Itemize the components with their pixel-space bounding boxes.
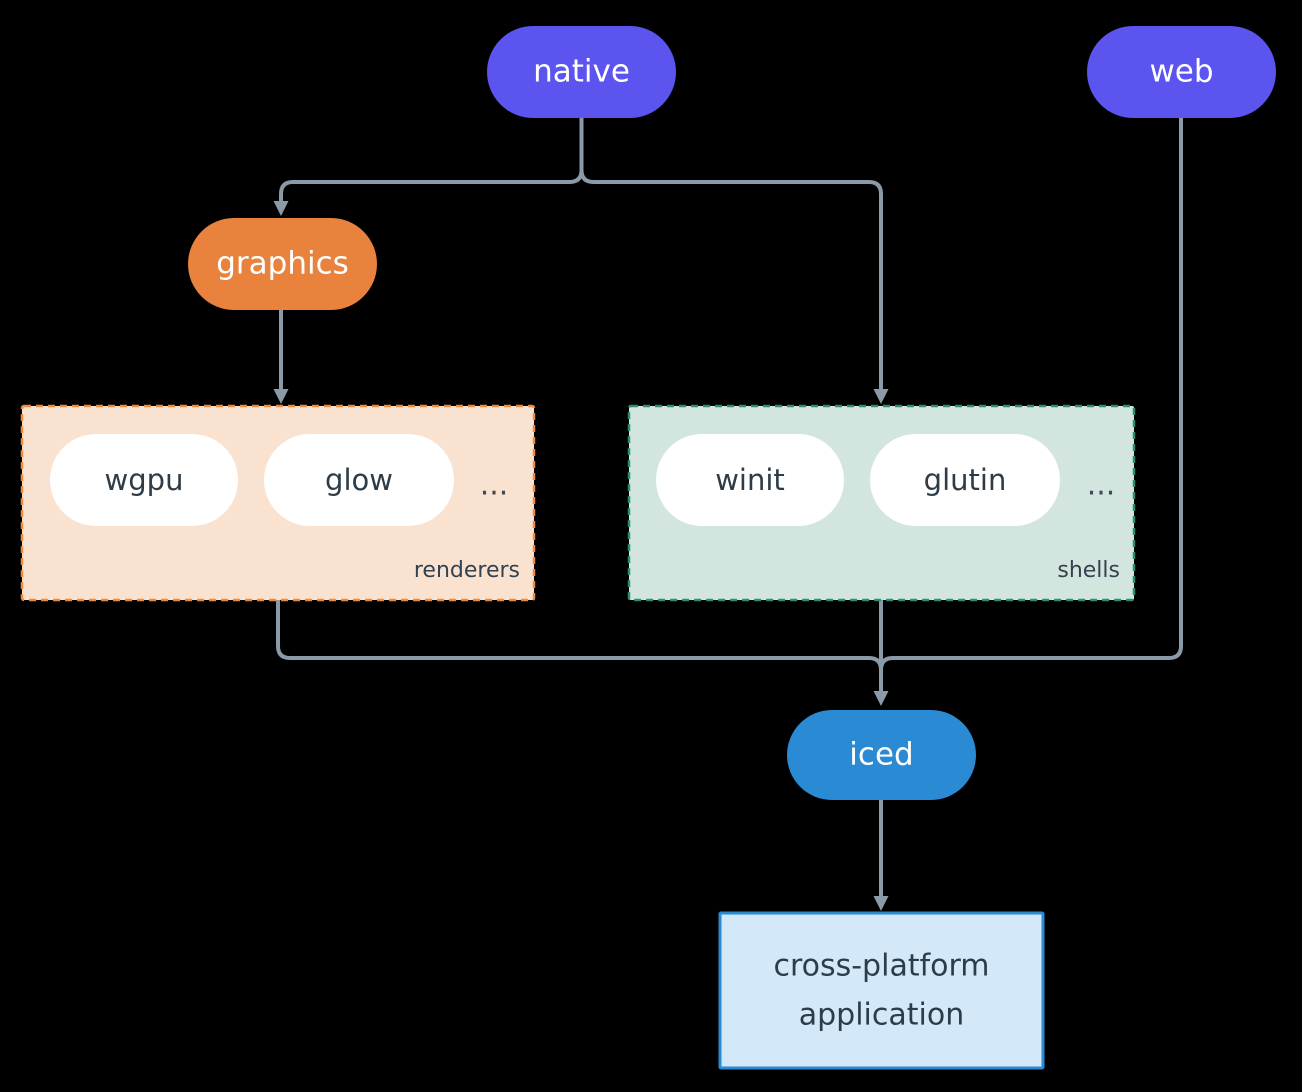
group-shells[interactable]: winit glutin ... shells — [627, 404, 1136, 602]
node-application-label-line1: cross-platform — [773, 949, 989, 984]
node-graphics-label: graphics — [216, 246, 349, 282]
node-web[interactable]: web — [1087, 26, 1276, 118]
chip-glow[interactable] — [264, 434, 454, 526]
group-renderers-caption: renderers — [414, 558, 520, 583]
chip-winit-label: winit — [715, 463, 785, 497]
node-native[interactable]: native — [487, 26, 676, 118]
edge-renderers-to-iced — [276, 598, 883, 692]
node-web-shape — [1087, 26, 1276, 118]
group-shells-caption: shells — [1057, 558, 1120, 583]
node-graphics[interactable]: graphics — [188, 218, 377, 310]
edge-native-to-graphics-arrowhead — [273, 201, 289, 216]
group-renderers[interactable]: wgpu glow ... renderers — [20, 404, 536, 602]
node-application[interactable]: cross-platform application — [718, 911, 1045, 1070]
node-native-label: native — [533, 54, 630, 90]
node-graphics-shape — [188, 218, 377, 310]
edge-native-to-shells-arrowhead — [873, 389, 889, 404]
shells-overflow-ellipsis: ... — [1087, 468, 1116, 503]
node-iced-shape — [787, 710, 976, 800]
chip-glow-label: glow — [325, 463, 393, 497]
chip-winit[interactable] — [656, 434, 844, 526]
edge-native-to-shells — [579, 116, 883, 390]
node-iced[interactable]: iced — [787, 710, 976, 800]
edge-layer — [273, 116, 1183, 911]
node-iced-label: iced — [849, 737, 913, 773]
edge-native-to-graphics — [279, 116, 584, 202]
chip-wgpu-label: wgpu — [105, 463, 184, 497]
chip-glutin-label: glutin — [924, 463, 1007, 497]
node-application-shape — [718, 911, 1045, 1070]
node-application-label-line2: application — [799, 998, 964, 1033]
node-native-shape — [487, 26, 676, 118]
chip-glutin[interactable] — [870, 434, 1060, 526]
edge-web-to-iced — [879, 116, 1183, 692]
chip-wgpu[interactable] — [50, 434, 238, 526]
node-web-label: web — [1149, 54, 1213, 90]
edge-iced-to-application-arrowhead — [873, 896, 889, 911]
edge-to-iced-arrowhead — [873, 691, 889, 706]
edge-graphics-to-renderers-arrowhead — [273, 389, 289, 404]
renderers-overflow-ellipsis: ... — [480, 468, 509, 503]
